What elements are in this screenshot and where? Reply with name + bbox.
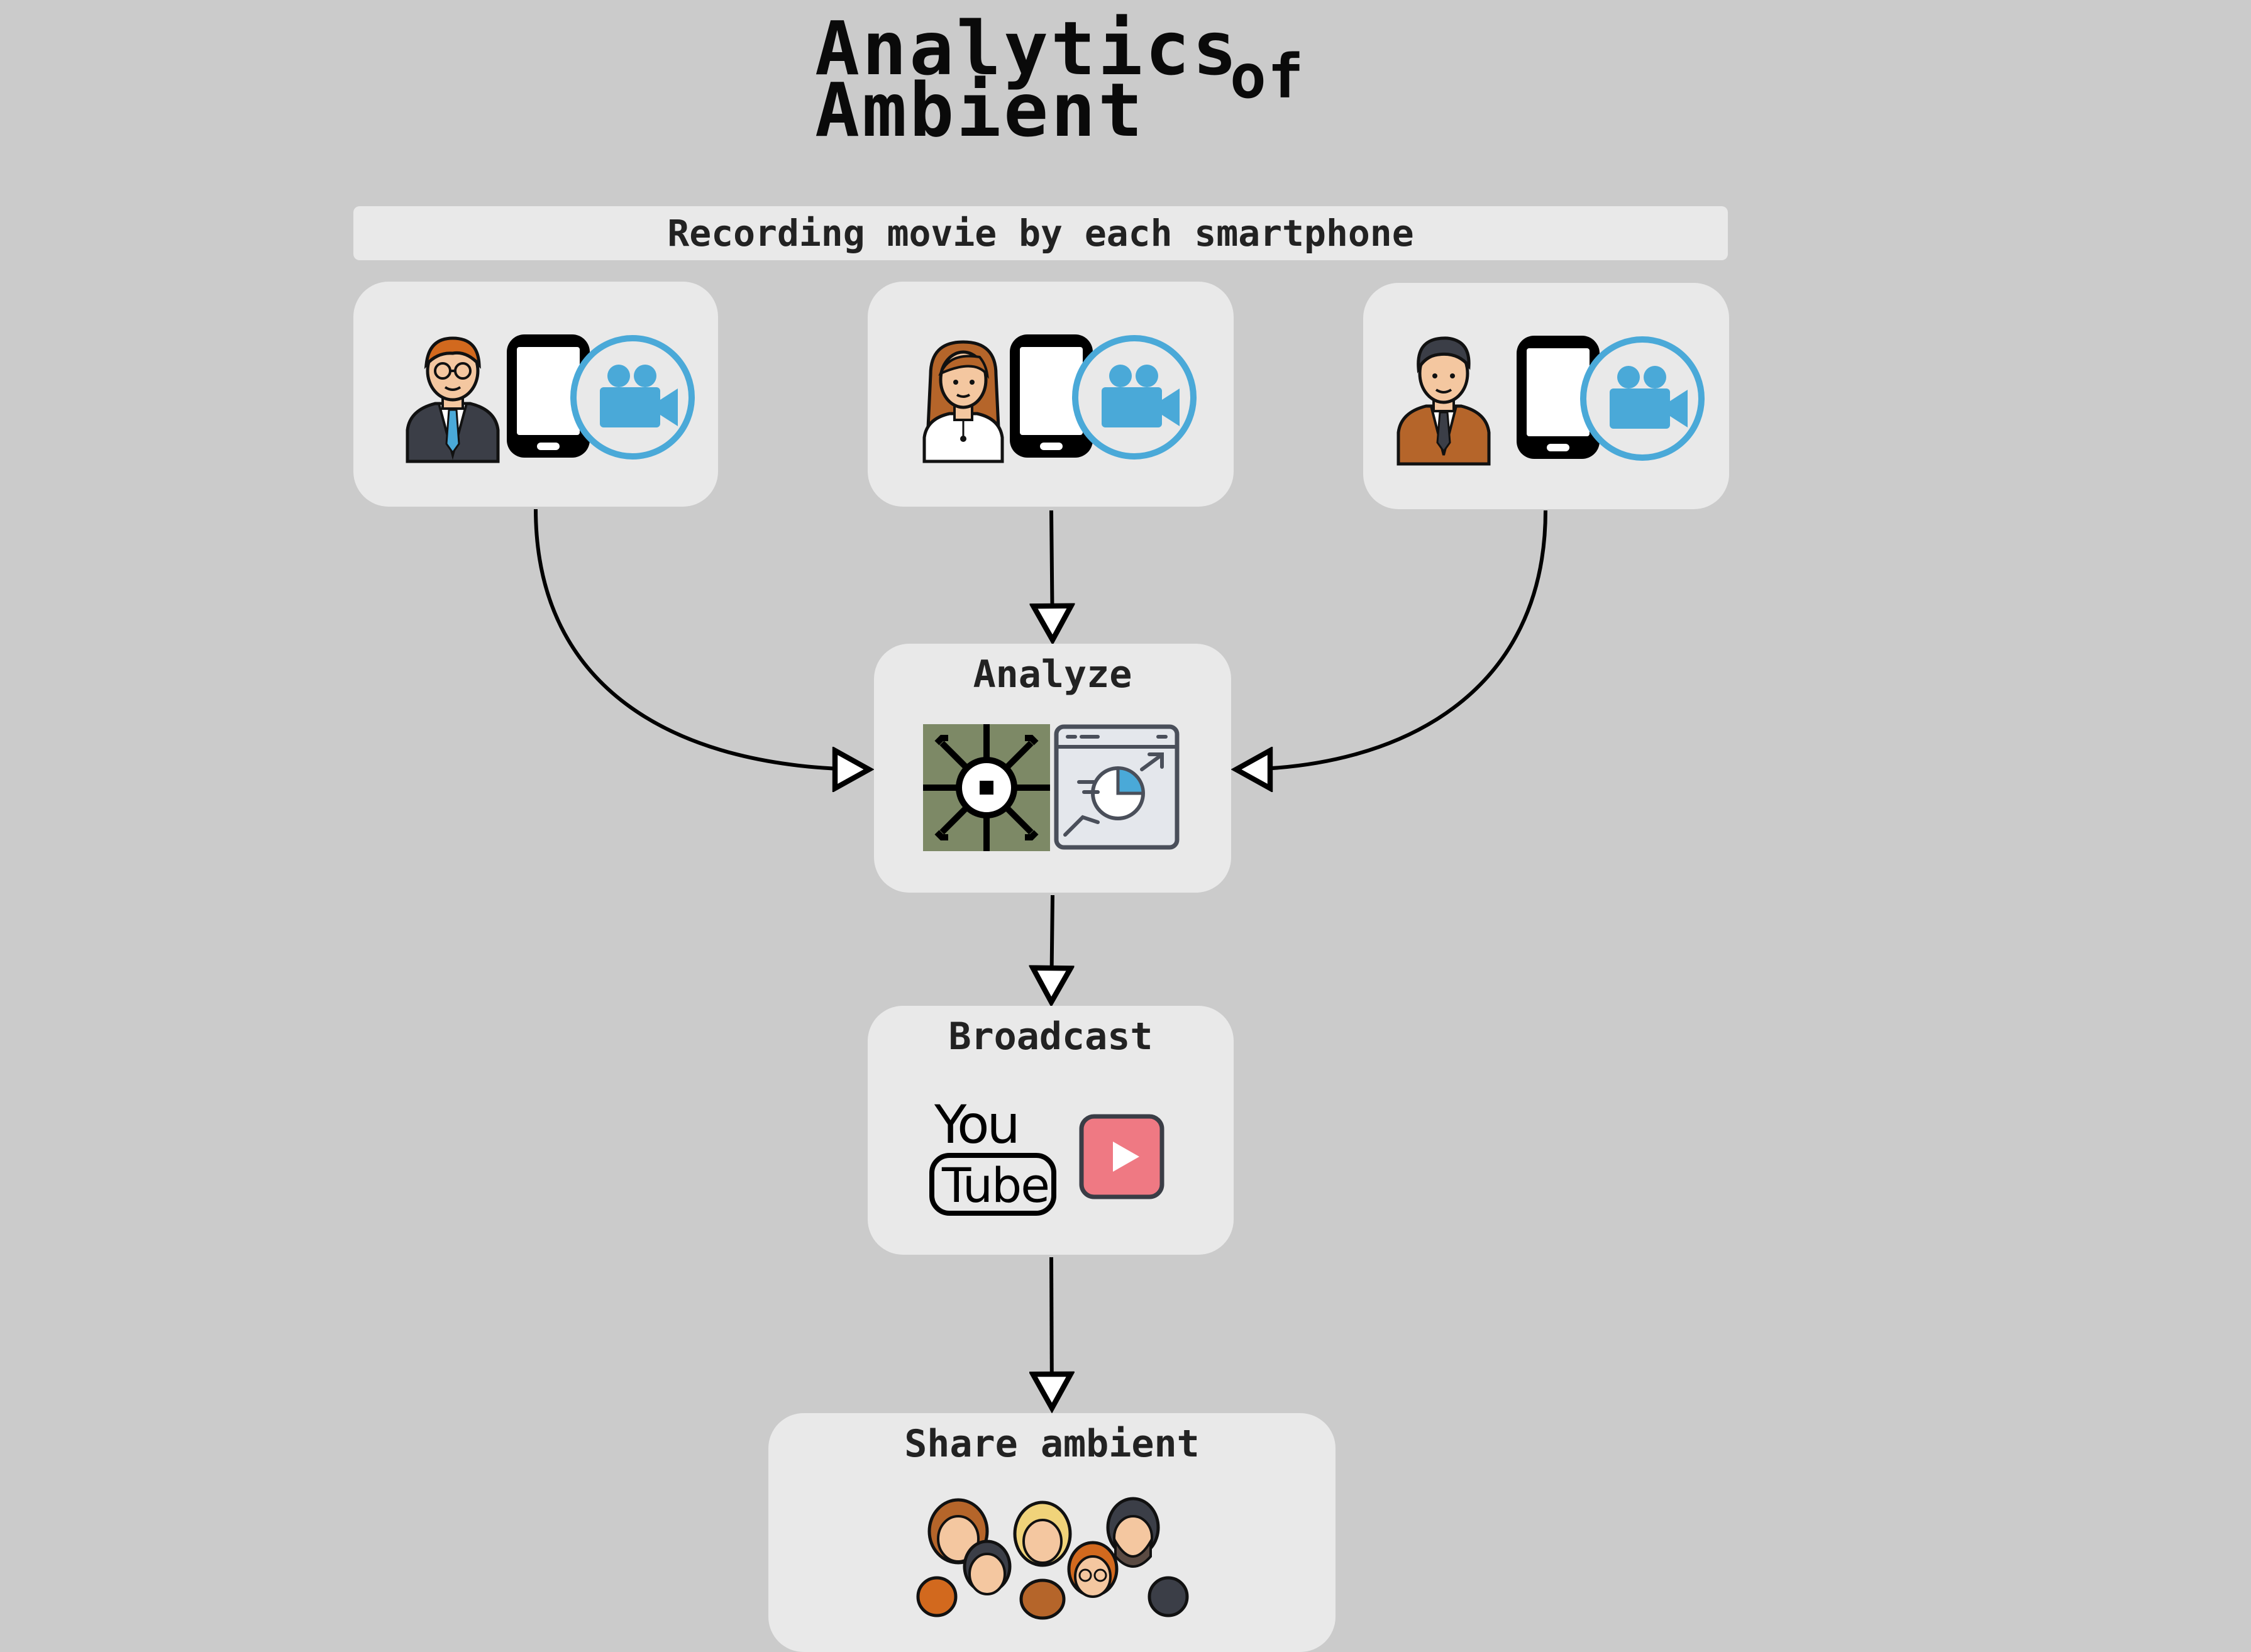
recording-banner-label: Recording movie by each smartphone [667, 212, 1414, 255]
arrow-recorder-3-to-analyze [1236, 510, 1547, 769]
title-word-of: of [1230, 41, 1305, 112]
analyze-card: Analyze [874, 644, 1231, 893]
svg-text:Tube: Tube [941, 1157, 1049, 1213]
diagram-title: Analytics Ambient of [815, 5, 1330, 153]
arrow-recorder-2-to-analyze [1051, 510, 1053, 640]
smartphone-icon [507, 334, 590, 458]
analytics-dashboard-icon [1054, 724, 1180, 850]
video-camera-icon [1580, 336, 1705, 461]
broadcast-card: Broadcast You Tube [868, 1006, 1234, 1255]
audience-group-icon [916, 1497, 1189, 1620]
arrow-broadcast-to-share [1051, 1257, 1052, 1408]
title-line-analytics: Analytics [815, 5, 1240, 92]
businessman-with-glasses-icon [406, 336, 500, 463]
analyze-label: Analyze [973, 653, 1132, 697]
youtube-logo-icon: You Tube [929, 1094, 1056, 1216]
woman-icon [922, 340, 1004, 463]
smartphone-icon [1010, 334, 1093, 458]
arrow-recorder-1-to-analyze [534, 509, 869, 769]
video-camera-icon [570, 335, 695, 460]
broadcast-label: Broadcast [948, 1015, 1153, 1059]
processor-chip-icon [923, 724, 1050, 851]
recorder-card-1 [353, 282, 718, 507]
title-line-ambient: Ambient [815, 67, 1146, 153]
share-label: Share ambient [904, 1422, 1200, 1466]
share-card: Share ambient [768, 1413, 1336, 1652]
smartphone-icon [1517, 336, 1600, 459]
flow-arrows [534, 509, 1547, 1604]
svg-text:You: You [934, 1094, 1018, 1155]
arrow-analyze-to-broadcast [1051, 895, 1053, 1002]
recording-banner: Recording movie by each smartphone [353, 206, 1728, 260]
video-camera-icon [1072, 335, 1197, 460]
recorder-card-3 [1363, 283, 1729, 509]
recorder-card-2 [868, 282, 1234, 507]
play-button-icon [1079, 1114, 1164, 1199]
man-in-suit-icon [1397, 336, 1491, 466]
